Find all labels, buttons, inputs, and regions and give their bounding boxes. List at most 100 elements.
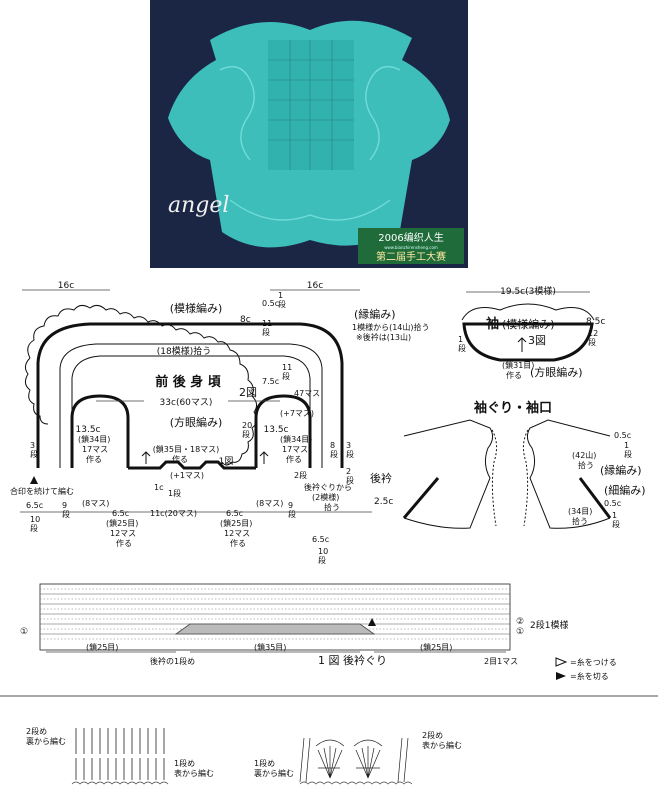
chain25-b: (鎖25目) (220, 518, 252, 528)
chart1-title: 1 図 後衿ぐり (318, 653, 387, 667)
left-row2: 2段め (26, 726, 47, 736)
chart1-chain25-right: (鎖25目) (420, 642, 452, 652)
chain-34-left: (鎖34目) (78, 434, 110, 444)
mas-47: 47マス (294, 389, 320, 398)
chain-35-18: (鎖35目・18マス) (153, 444, 220, 454)
photo-caption-bottom: 第二届手工大赛 (376, 250, 446, 263)
chart1-marker-2: ② (516, 617, 524, 627)
make-right: 作る (286, 454, 302, 464)
collar-pick-1: 後衿ぐりから (304, 482, 352, 492)
plus-1-mas: (+1マス) (170, 471, 204, 480)
bottom-65-right: 6.5c (312, 535, 329, 544)
chart1-repeat: 2目1マス (484, 657, 518, 666)
sleeve-pattern: (模様編み) (502, 317, 555, 331)
rows-1: 1段 (168, 488, 181, 498)
chart1-chain25-left: (鎖25目) (86, 642, 118, 652)
fig2-label: 2図 (239, 386, 257, 399)
stitch-diagram-left: 2段め 裏から編む 1段め 表から編む (26, 726, 214, 785)
armhole-chain34: (34目) (568, 507, 592, 516)
armhole-edge: (縁編み) (600, 463, 642, 477)
sleeve-mesh: (方眼編み) (530, 365, 583, 379)
mas-8-left: (8マス) (82, 499, 109, 508)
dim-height-8: 8c (240, 315, 251, 325)
join-marker-icon (30, 476, 38, 484)
cut-thread-legend-icon (556, 672, 566, 680)
chart1-chain35: (鎖35目) (254, 642, 286, 652)
arrow-up-right (259, 451, 269, 464)
fig3-label: 3図 (528, 334, 546, 347)
sleeve-arrow-up (517, 337, 527, 352)
armhole-rib: (細編み) (604, 483, 646, 497)
right-row2: 2段め (422, 730, 443, 740)
collar-pick-2: (2模様) (312, 492, 339, 502)
fig1-label: 1図 (219, 456, 234, 467)
dim-top-rows-c: 0.5c (262, 299, 279, 308)
armhole-c05b: 0.5c (604, 499, 621, 508)
bottom-65-left: 6.5c (26, 501, 43, 510)
left-row1: 1段め (174, 758, 195, 768)
edge-note-2: ※後衿は(13山) (356, 332, 411, 342)
sleeve-width: 19.5c(3模様) (500, 285, 556, 297)
sleeve-chain31: (鎖31目) (502, 360, 534, 370)
dim-right-135: 13.5c (264, 425, 289, 435)
right-row2b: 表から編む (422, 740, 462, 750)
armhole-title: 袖ぐり・袖口 (474, 400, 552, 416)
join-note: 合印を続けて編む (10, 486, 74, 496)
chart1-marker-left: ① (20, 627, 28, 637)
armhole-pick2: 拾う (572, 516, 588, 526)
arrow-up-left (141, 451, 151, 464)
attach-thread-icon (555, 657, 568, 667)
sleeve-title: 袖 (486, 316, 499, 332)
c65-a: 6.5c (112, 509, 129, 518)
chart1-collar-start: 後衿の1段め (150, 656, 195, 666)
garment-photo-illustration: angel 2006编织人生 www.bianzhirensheng.com 第… (150, 0, 468, 268)
chart1-marker-right: ① (516, 627, 524, 637)
mas-8-right: (8マス) (256, 499, 283, 508)
make-centre: 作る (172, 454, 188, 464)
chart1-back-neck: ① ① ② 2段1模様 (鎖25目) (鎖35目) (鎖25目) 後衿の1段め … (20, 583, 617, 681)
collar-pick-3: 拾う (324, 502, 340, 512)
photo-caption-top: 2006编织人生 (378, 231, 443, 244)
sleeve-make: 作る (506, 370, 522, 380)
edge-note-1: 1模様から(14山)拾う (352, 322, 430, 332)
mas-17-right: 17マス (282, 445, 308, 454)
legend-attach: =糸をつける (570, 657, 617, 667)
dim-height-75: 7.5c (262, 377, 279, 386)
body-title: 前 後 身 頃 (155, 374, 222, 390)
mas12-a: 12マス (110, 529, 136, 538)
chain25-a: (鎖25目) (106, 518, 138, 528)
right-row1: 1段め (254, 758, 275, 768)
photo-watermark: angel (168, 193, 229, 218)
rows-2: 2段 (294, 470, 307, 480)
mas12-b: 12マス (224, 529, 250, 538)
dim-left-135: 13.5c (76, 425, 101, 435)
photo-caption-url: www.bianzhirensheng.com (384, 245, 438, 250)
sleeve-height: 8.5c (586, 317, 605, 327)
caption-box (358, 228, 464, 264)
dim-c1: 1c (154, 483, 164, 492)
back-collar-label: 後衿 (370, 471, 392, 485)
mas-plus7: (+7マス) (280, 409, 314, 418)
right-row1b: 裏から編む (254, 768, 294, 778)
make-b: 作る (230, 538, 246, 548)
c65-b: 6.5c (226, 509, 243, 518)
mas-17-left: 17マス (82, 445, 108, 454)
body-pattern-label: (模様編み) (170, 301, 223, 315)
armhole-c05: 0.5c (614, 431, 631, 440)
